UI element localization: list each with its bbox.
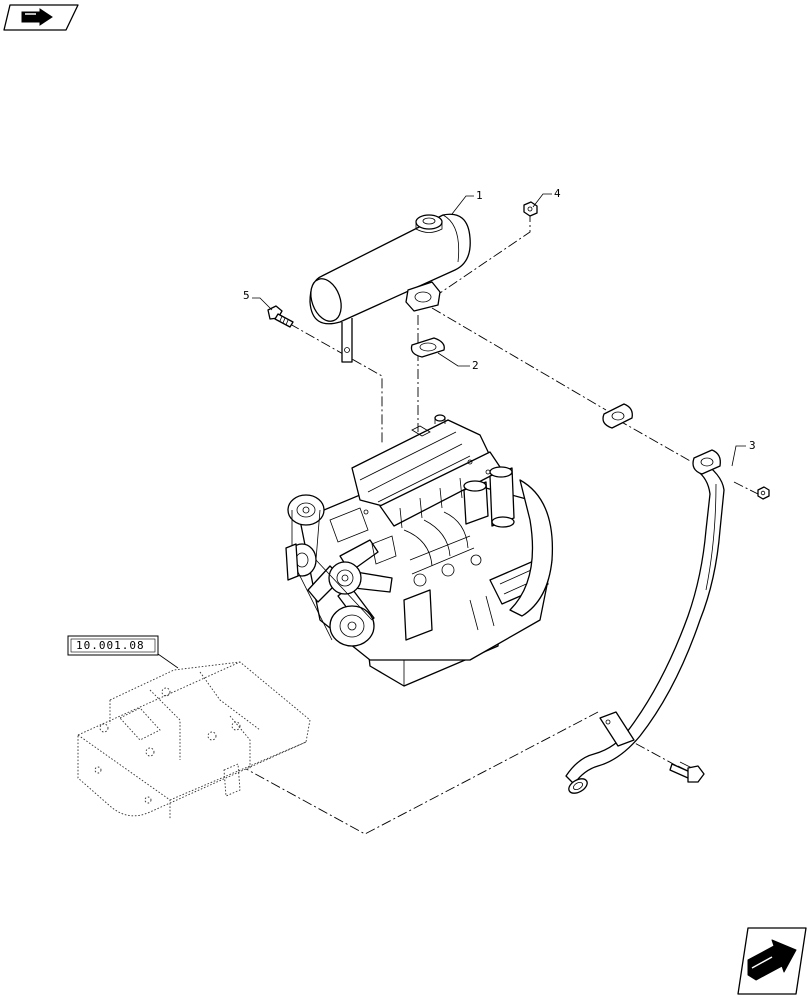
assembly-lines — [174, 212, 761, 835]
gasket-2 — [410, 337, 445, 358]
next-page-arrow-icon[interactable] — [737, 927, 807, 995]
book-arrow-icon[interactable] — [3, 4, 79, 31]
nut-pipe — [757, 486, 770, 500]
reference-box-label: 10.001.08 — [76, 639, 145, 652]
callout-4: 4 — [554, 187, 561, 200]
bolt-bottom — [669, 761, 705, 783]
callout-5: 5 — [243, 289, 250, 302]
frame-reference — [77, 661, 311, 820]
engine — [285, 414, 554, 687]
tail-pipe-3 — [565, 449, 725, 794]
reference-box-link[interactable]: 10.001.08 — [67, 635, 159, 656]
gasket-pipe — [602, 403, 633, 429]
bolt-5 — [267, 305, 294, 328]
callout-leaders — [157, 193, 746, 669]
fuel-filter — [489, 466, 515, 528]
callout-2: 2 — [472, 359, 479, 372]
muffler — [309, 213, 471, 363]
callout-3: 3 — [749, 439, 756, 452]
callout-1: 1 — [476, 189, 483, 202]
